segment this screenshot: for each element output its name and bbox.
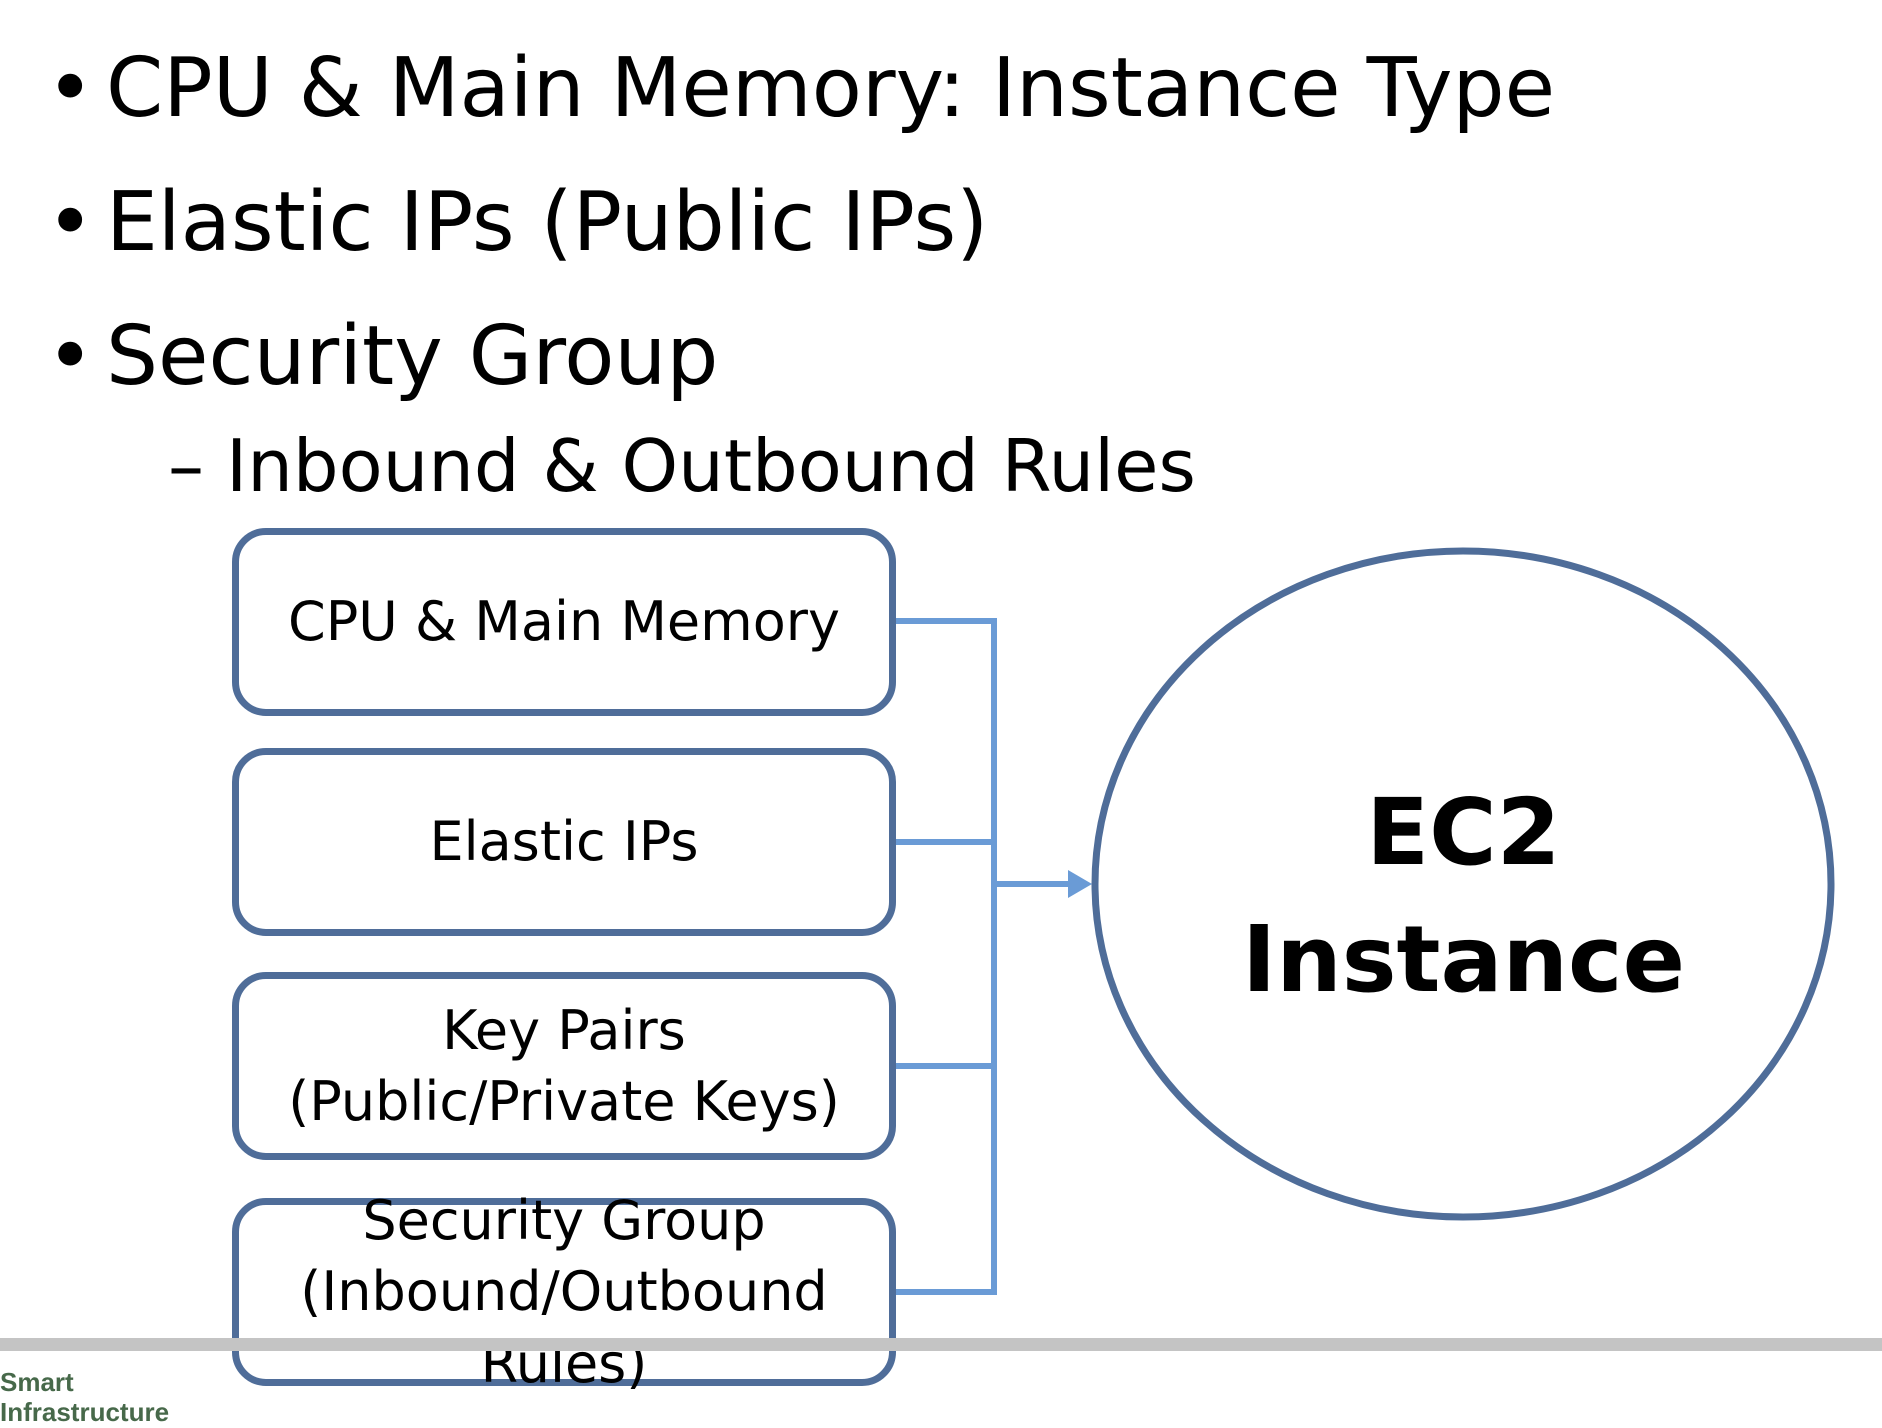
bullet-item-elastic-ips: • Elastic IPs (Public IPs) bbox=[46, 182, 988, 264]
bullet-text: Elastic IPs (Public IPs) bbox=[106, 175, 989, 270]
box-sublabel: (Inbound/Outbound Rules) bbox=[300, 1260, 828, 1395]
ec2-instance-circle bbox=[1091, 547, 1835, 1221]
bullet-marker: • bbox=[46, 175, 95, 270]
arrow-head-icon bbox=[1068, 870, 1092, 898]
bullet-text: Security Group bbox=[106, 309, 719, 404]
box-elastic-ips: Elastic IPs bbox=[232, 748, 896, 936]
sub-bullet-marker: – bbox=[168, 424, 204, 508]
footer-logo: Smart Infrastructure bbox=[0, 1367, 170, 1428]
sub-bullet-text: Inbound & Outbound Rules bbox=[226, 424, 1196, 508]
box-label: Key Pairs bbox=[442, 998, 686, 1062]
ec2-label-line1: EC2 bbox=[1366, 779, 1561, 886]
ec2-label-line2: Instance bbox=[1242, 905, 1685, 1013]
ec2-instance-label: EC2 Instance bbox=[1096, 770, 1831, 1024]
box-key-pairs: Key Pairs (Public/Private Keys) bbox=[232, 972, 896, 1160]
bullet-item-security-group: • Security Group bbox=[46, 316, 718, 398]
box-label: Elastic IPs bbox=[429, 810, 699, 874]
logo-line-1: Smart bbox=[0, 1367, 74, 1397]
bullet-item-instance-type: • CPU & Main Memory: Instance Type bbox=[46, 48, 1555, 130]
box-cpu-main-memory: CPU & Main Memory bbox=[232, 528, 896, 716]
bullet-marker: • bbox=[46, 41, 95, 136]
box-label: CPU & Main Memory bbox=[288, 590, 840, 654]
box-label: Security Group bbox=[362, 1189, 766, 1253]
bullet-marker: • bbox=[46, 309, 95, 404]
bullet-text: CPU & Main Memory: Instance Type bbox=[106, 41, 1556, 136]
connector-from-cpu-memory bbox=[896, 618, 997, 1295]
box-security-group: Security Group (Inbound/Outbound Rules) bbox=[232, 1189, 896, 1395]
connector-bracket bbox=[896, 618, 1070, 1295]
logo-line-2: Infrastructure bbox=[0, 1396, 170, 1427]
footer-divider bbox=[0, 1338, 1882, 1351]
sub-bullet-inbound-outbound: – Inbound & Outbound Rules bbox=[168, 430, 1196, 502]
box-sublabel: (Public/Private Keys) bbox=[288, 1070, 840, 1133]
